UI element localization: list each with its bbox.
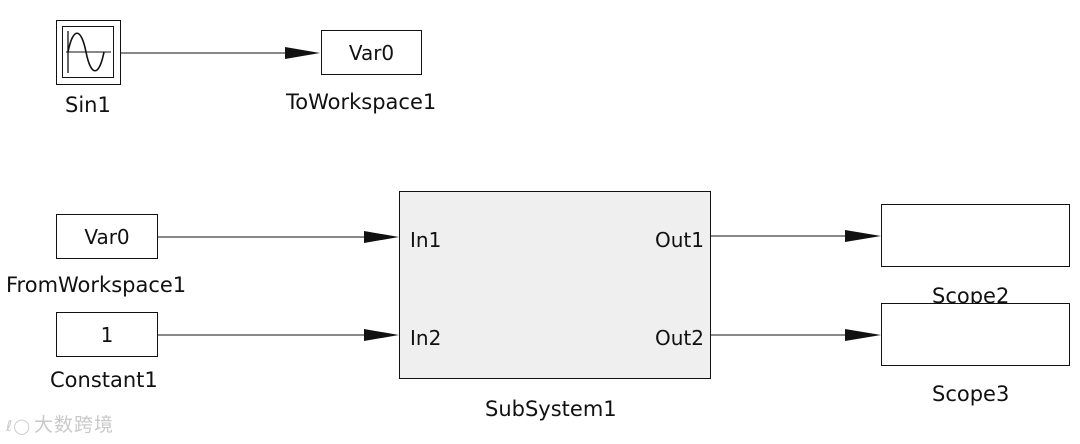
scope3-block[interactable] xyxy=(881,303,1070,366)
scope2-block[interactable] xyxy=(881,204,1070,267)
watermark-text: 大数跨境 xyxy=(33,414,114,436)
arrow-in2 xyxy=(364,329,399,341)
to-workspace-label: ToWorkspace1 xyxy=(286,90,437,114)
to-workspace-variable: Var0 xyxy=(348,40,395,65)
subsystem-label: SubSystem1 xyxy=(485,397,617,421)
sine-wave-icon xyxy=(66,31,111,73)
arrow-sin-to-workspace xyxy=(285,47,320,59)
from-workspace-block[interactable]: Var0 xyxy=(56,214,158,259)
subsystem-block[interactable]: In1 In2 Out1 Out2 xyxy=(399,191,711,379)
from-workspace-variable: Var0 xyxy=(84,224,130,249)
arrow-scope3 xyxy=(845,329,881,341)
to-workspace-block[interactable]: Var0 xyxy=(321,30,422,75)
sin-label: Sin1 xyxy=(65,93,111,117)
subsystem-port-out2: Out2 xyxy=(655,326,704,350)
arrow-in1 xyxy=(364,231,399,243)
sin-block[interactable] xyxy=(56,20,121,85)
subsystem-port-out1: Out1 xyxy=(655,228,704,252)
sin-inner-frame xyxy=(62,26,114,78)
subsystem-port-in1: In1 xyxy=(410,228,442,252)
constant-block[interactable]: 1 xyxy=(56,312,158,357)
constant-value: 1 xyxy=(100,322,114,347)
scope3-label: Scope3 xyxy=(932,382,1010,406)
constant-label: Constant1 xyxy=(50,368,158,392)
arrow-scope2 xyxy=(845,230,881,242)
watermark-logo-icon: ℓ◯ xyxy=(6,417,31,435)
subsystem-port-in2: In2 xyxy=(410,326,442,350)
from-workspace-label: FromWorkspace1 xyxy=(6,273,187,297)
watermark: ℓ◯大数跨境 xyxy=(6,410,114,437)
